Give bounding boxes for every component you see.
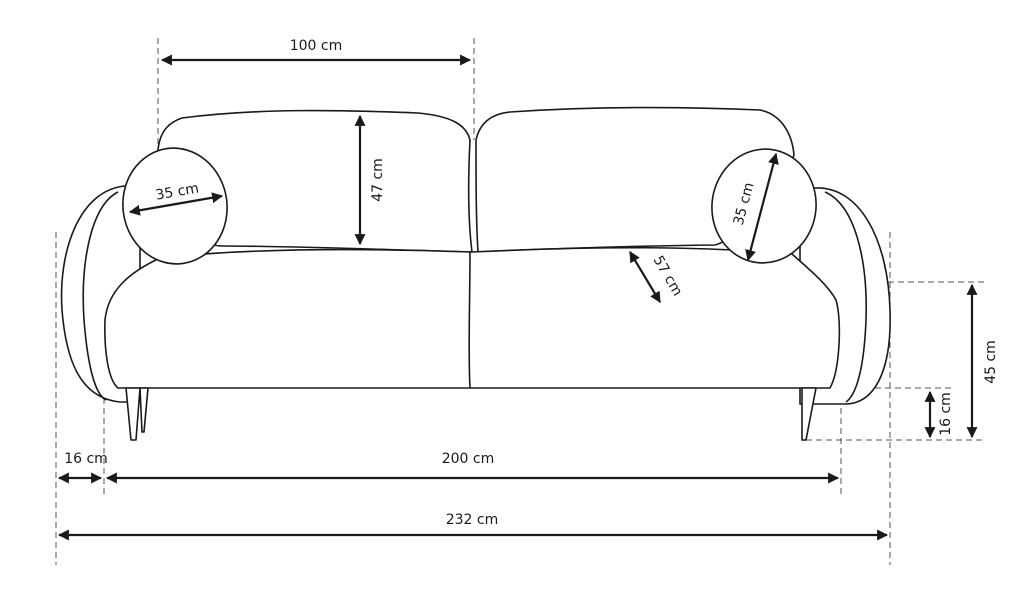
leg-right	[801, 387, 817, 441]
label-total-width: 232 cm	[446, 512, 499, 528]
label-arm-width: 16 cm	[64, 451, 108, 467]
label-backrest-width: 100 cm	[290, 38, 343, 54]
label-leg-height: 16 cm	[938, 392, 954, 436]
label-pillow-left: 35 cm	[154, 180, 200, 203]
back-cushion-left	[157, 109, 473, 253]
label-seat-height: 45 cm	[983, 340, 999, 384]
dimension-lines	[57, 54, 978, 541]
seat	[104, 246, 841, 389]
leg-left	[125, 387, 141, 441]
label-seat-width: 200 cm	[442, 451, 495, 467]
sofa-drawing	[60, 106, 891, 441]
label-backrest-height: 47 cm	[370, 158, 386, 202]
leg-left-back	[139, 387, 149, 433]
